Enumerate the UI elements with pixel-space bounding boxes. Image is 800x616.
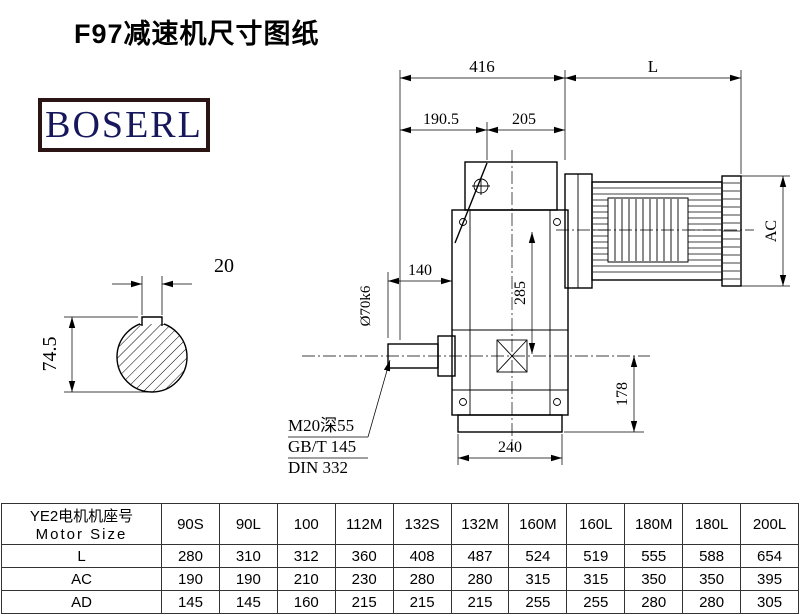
dim-240: 240 [498, 439, 522, 456]
cell: 654 [740, 544, 799, 568]
note-din-standard: DIN 332 [288, 458, 348, 477]
cell: 160 [276, 590, 336, 614]
dim-shaft-diameter: Ø70k6 [358, 285, 374, 326]
col-header-180L: 180L [682, 503, 742, 545]
cell: 519 [566, 544, 626, 568]
row-label-L: L [1, 544, 162, 568]
technical-drawing: 20 74.5 [39, 57, 790, 477]
col-header-90L: 90L [218, 503, 278, 545]
cell: 524 [508, 544, 568, 568]
cell: 215 [334, 590, 394, 614]
cell: 215 [392, 590, 452, 614]
cell: 312 [276, 544, 336, 568]
cell: 315 [566, 567, 626, 591]
col-header-160L: 160L [566, 503, 626, 545]
cell: 350 [624, 567, 684, 591]
cell: 215 [450, 590, 510, 614]
col-header-132M: 132M [450, 503, 510, 545]
shaft-end-view: 20 74.5 [39, 255, 234, 393]
table-row-AD: AD 145 145 160 215 215 215 255 255 280 2… [1, 590, 799, 614]
table-row-AC: AC 190 190 210 230 280 280 315 315 350 3… [1, 567, 799, 591]
lifting-eye-icon [472, 177, 490, 195]
cell: 145 [218, 590, 278, 614]
cell: 408 [392, 544, 452, 568]
dim-178: 178 [614, 382, 631, 406]
cell: 280 [682, 590, 742, 614]
cell: 588 [682, 544, 742, 568]
cell: 255 [566, 590, 626, 614]
note-thread: M20深55 [288, 416, 354, 435]
col-header-132S: 132S [392, 503, 452, 545]
dim-140: 140 [408, 262, 432, 279]
cell: 230 [334, 567, 394, 591]
page-title: F97减速机尺寸图纸 [74, 19, 320, 49]
thread-note: M20深55 GB/T 145 DIN 332 [288, 359, 391, 477]
motor-size-header-cn: YE2电机机座号 [29, 508, 134, 525]
cell: 145 [161, 590, 220, 614]
cell: 305 [740, 590, 799, 614]
cell: 487 [450, 544, 510, 568]
boserl-logo: BOSERL [38, 98, 210, 152]
dim-205: 205 [512, 111, 536, 128]
cell: 280 [450, 567, 510, 591]
table-row-L: L 280 310 312 360 408 487 524 519 555 58… [1, 544, 799, 568]
motor-size-header: YE2电机机座号 Motor Size [1, 503, 162, 545]
centerlines [302, 150, 754, 452]
row-label-AC: AC [1, 567, 162, 591]
logo-text: BOSERL [45, 104, 203, 146]
cell: 280 [161, 544, 220, 568]
col-header-160M: 160M [508, 503, 568, 545]
dim-285: 285 [512, 281, 529, 305]
cell: 315 [508, 567, 568, 591]
cell: 280 [624, 590, 684, 614]
motor-view [564, 173, 742, 289]
note-gb-standard: GB/T 145 [288, 437, 356, 456]
cell: 360 [334, 544, 394, 568]
cell: 255 [508, 590, 568, 614]
col-header-200L: 200L [740, 503, 799, 545]
dim-AC: AC [763, 220, 780, 242]
cell: 395 [740, 567, 799, 591]
dim-74-5: 74.5 [39, 337, 61, 372]
col-header-180M: 180M [624, 503, 684, 545]
cell: 350 [682, 567, 742, 591]
cell: 310 [218, 544, 278, 568]
cell: 555 [624, 544, 684, 568]
col-header-90S: 90S [161, 503, 220, 545]
col-header-112M: 112M [334, 503, 394, 545]
col-header-100: 100 [276, 503, 336, 545]
cell: 210 [276, 567, 336, 591]
dimensions: 416 L 190.5 205 140 Ø70k6 285 178 [288, 57, 790, 477]
dim-190-5: 190.5 [423, 111, 459, 128]
cell: 280 [392, 567, 452, 591]
row-label-AD: AD [1, 590, 162, 614]
dim-L: L [648, 57, 658, 76]
dim-416: 416 [469, 57, 495, 76]
cell: 190 [218, 567, 278, 591]
table-header-row: YE2电机机座号 Motor Size 90S 90L 100 112M 132… [1, 503, 799, 545]
dim-20: 20 [214, 255, 234, 277]
motor-size-header-en: Motor Size [35, 526, 128, 543]
cell: 190 [161, 567, 220, 591]
motor-size-table: YE2电机机座号 Motor Size 90S 90L 100 112M 132… [1, 503, 799, 614]
gearbox-view [387, 161, 569, 433]
